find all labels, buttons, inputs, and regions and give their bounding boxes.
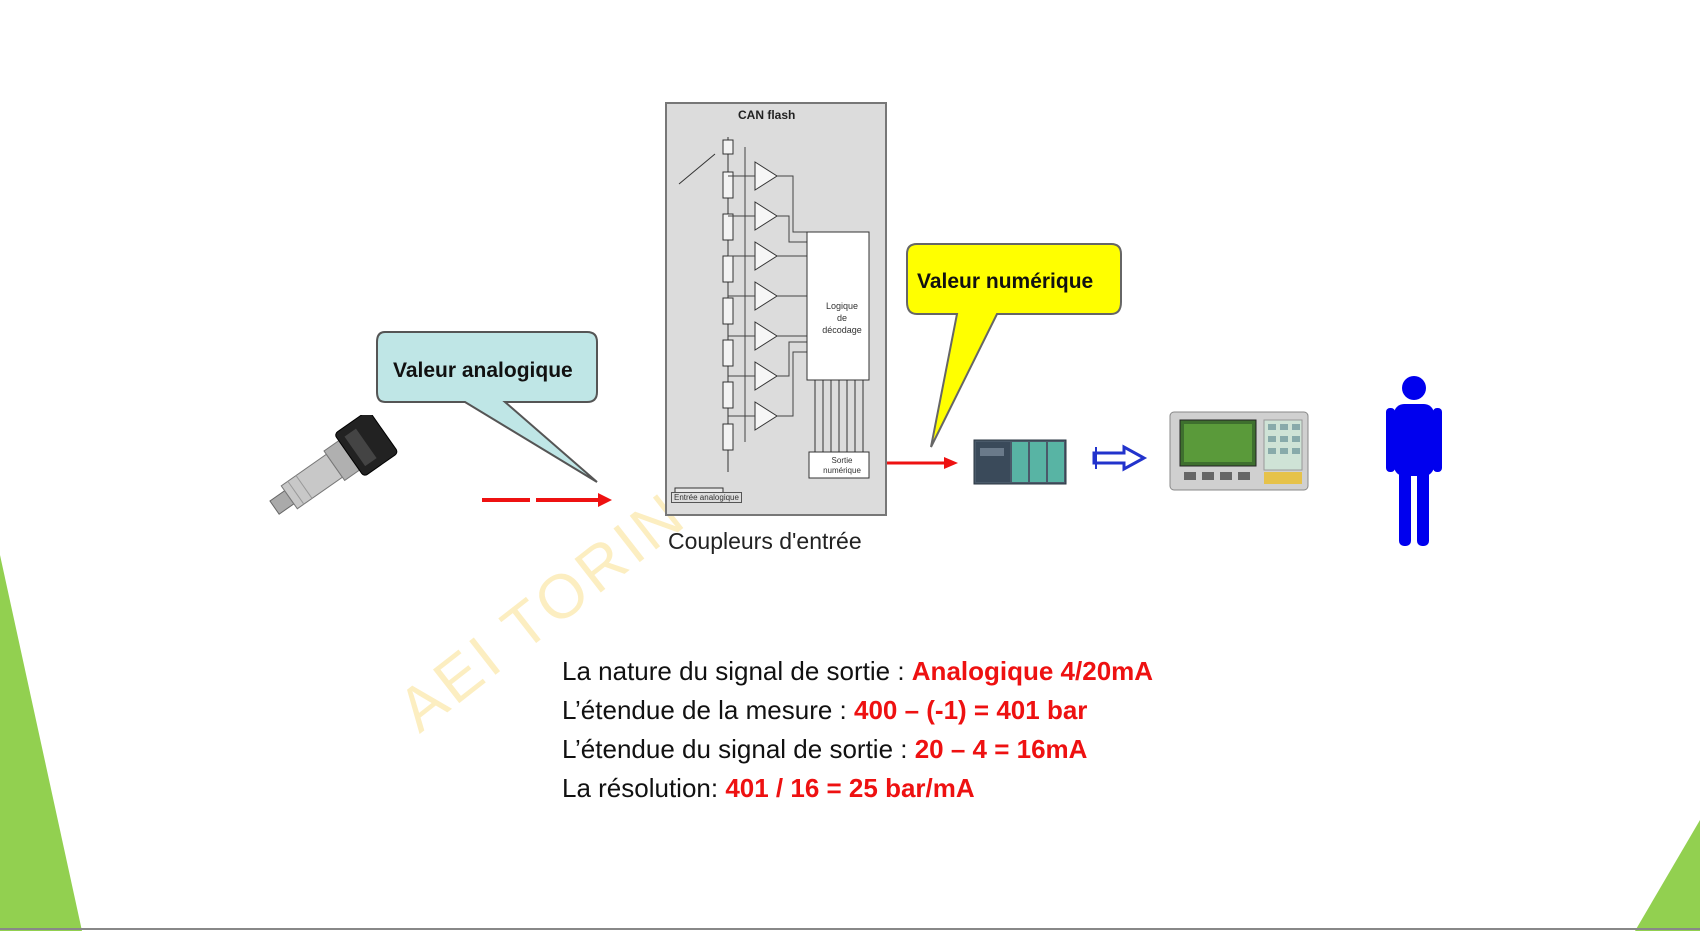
can-input-label: Entrée analogique (671, 492, 742, 503)
info-line-nature: La nature du signal de sortie : Analogiq… (562, 652, 1153, 691)
numeric-callout-label: Valeur numérique (917, 270, 1094, 293)
analog-callout (376, 331, 598, 483)
info-block: La nature du signal de sortie : Analogiq… (562, 652, 1153, 808)
analog-callout-label: Valeur analogique (393, 359, 573, 382)
green-right-triangle (1635, 820, 1700, 931)
numeric-arrow (882, 457, 958, 469)
info-value: 20 – 4 = 16mA (914, 734, 1088, 764)
info-value: 401 / 16 = 25 bar/mA (725, 773, 975, 803)
plc-icon (973, 439, 1067, 485)
person-icon (1386, 376, 1442, 546)
info-line-resolution: La résolution: 401 / 16 = 25 bar/mA (562, 769, 1153, 808)
info-value: Analogique 4/20mA (911, 656, 1154, 686)
info-line-etendue-mesure: L’étendue de la mesure : 400 – (-1) = 40… (562, 691, 1153, 730)
info-label: L’étendue du signal de sortie : (562, 734, 915, 764)
info-label: La nature du signal de sortie : (562, 656, 912, 686)
analog-arrow (482, 493, 612, 507)
can-title: CAN flash (738, 108, 796, 122)
info-label: L’étendue de la mesure : (562, 695, 854, 725)
pressure-sensor-icon (269, 415, 398, 515)
info-value: 400 – (-1) = 401 bar (853, 695, 1088, 725)
can-flash-diagram (665, 102, 887, 516)
info-label: La résolution: (562, 773, 726, 803)
info-line-etendue-signal: L’étendue du signal de sortie : 20 – 4 =… (562, 730, 1153, 769)
hollow-blue-arrow (1092, 444, 1148, 472)
can-output-label: Sortie numérique (823, 456, 861, 475)
coupler-caption: Coupleurs d'entrée (668, 528, 862, 554)
hmi-panel-icon (1169, 411, 1309, 491)
numeric-callout (906, 243, 1122, 448)
green-left-triangle (0, 555, 82, 931)
can-logic-label: Logique de décodage (822, 301, 862, 335)
